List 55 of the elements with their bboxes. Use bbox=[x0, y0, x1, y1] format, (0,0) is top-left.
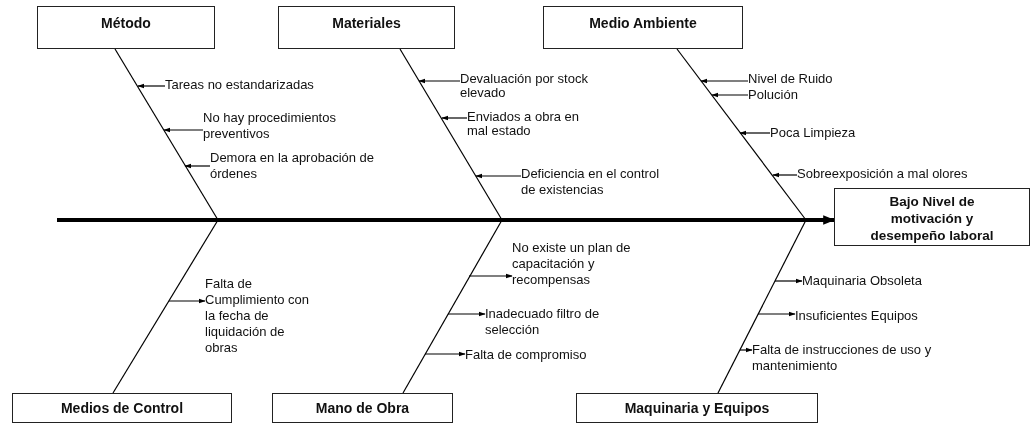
cause-label: Poca Limpieza bbox=[770, 125, 900, 141]
arrow bbox=[772, 172, 798, 178]
arrow bbox=[168, 298, 206, 304]
effect-title: Bajo Nivel de motivación y desempeño laboral bbox=[869, 193, 995, 244]
category-box bbox=[272, 393, 453, 423]
effect-box bbox=[834, 188, 1030, 246]
cause-label: No existe un plan de capacitación y recompensas bbox=[512, 240, 652, 288]
arrow bbox=[700, 78, 749, 84]
arrow bbox=[184, 163, 211, 169]
arrow bbox=[137, 83, 166, 89]
bone-line bbox=[402, 219, 503, 394]
bone-line bbox=[717, 219, 807, 394]
category-title: Maquinaria y Equipos bbox=[624, 400, 770, 416]
category-title: Medio Ambiente bbox=[589, 15, 697, 31]
category-title: Medios de Control bbox=[60, 400, 184, 416]
arrow bbox=[475, 173, 522, 179]
arrow bbox=[711, 92, 749, 98]
category-box bbox=[576, 393, 818, 423]
cause-label: Deficiencia en el control de existencias bbox=[521, 166, 671, 198]
cause-label: Falta de Cumplimiento con la fecha de liquidación de obras bbox=[205, 276, 317, 356]
bone-line bbox=[114, 48, 219, 221]
arrow bbox=[774, 278, 803, 284]
arrow bbox=[441, 115, 468, 121]
category-title: Mano de Obra bbox=[315, 400, 410, 416]
spine-arrow bbox=[57, 215, 836, 225]
cause-label: Inadecuado filtro de selección bbox=[485, 306, 635, 338]
category-box bbox=[278, 6, 455, 49]
arrow bbox=[447, 311, 486, 317]
arrow bbox=[739, 130, 771, 136]
cause-label: Nivel de Ruido bbox=[748, 71, 878, 87]
arrow bbox=[418, 78, 461, 84]
cause-label: Devaluación por stock elevado bbox=[460, 72, 610, 100]
category-title: Materiales bbox=[332, 15, 401, 31]
cause-label: Enviados a obra en mal estado bbox=[467, 110, 592, 138]
bone-line bbox=[112, 219, 219, 394]
cause-label: Maquinaria Obsoleta bbox=[802, 273, 972, 289]
arrow bbox=[468, 273, 513, 279]
bone-line bbox=[676, 48, 807, 221]
arrow bbox=[757, 311, 796, 317]
cause-label: Tareas no estandarizadas bbox=[165, 77, 365, 93]
bone-line bbox=[399, 48, 503, 221]
category-box bbox=[37, 6, 215, 49]
cause-label: Sobreexposición a mal olores bbox=[797, 166, 1029, 182]
cause-label: No hay procedimientos preventivos bbox=[203, 110, 403, 142]
category-title: Método bbox=[101, 15, 151, 31]
cause-label: Insuficientes Equipos bbox=[795, 308, 975, 324]
cause-label: Falta de compromiso bbox=[465, 347, 635, 363]
arrow bbox=[163, 127, 204, 133]
cause-label: Demora en la aprobación de órdenes bbox=[210, 150, 375, 182]
cause-label: Polución bbox=[748, 87, 848, 103]
category-box bbox=[12, 393, 232, 423]
arrow bbox=[424, 351, 466, 357]
category-box bbox=[543, 6, 743, 49]
arrow bbox=[739, 347, 753, 353]
cause-label: Falta de instrucciones de uso y mantenimiento bbox=[752, 342, 1012, 374]
